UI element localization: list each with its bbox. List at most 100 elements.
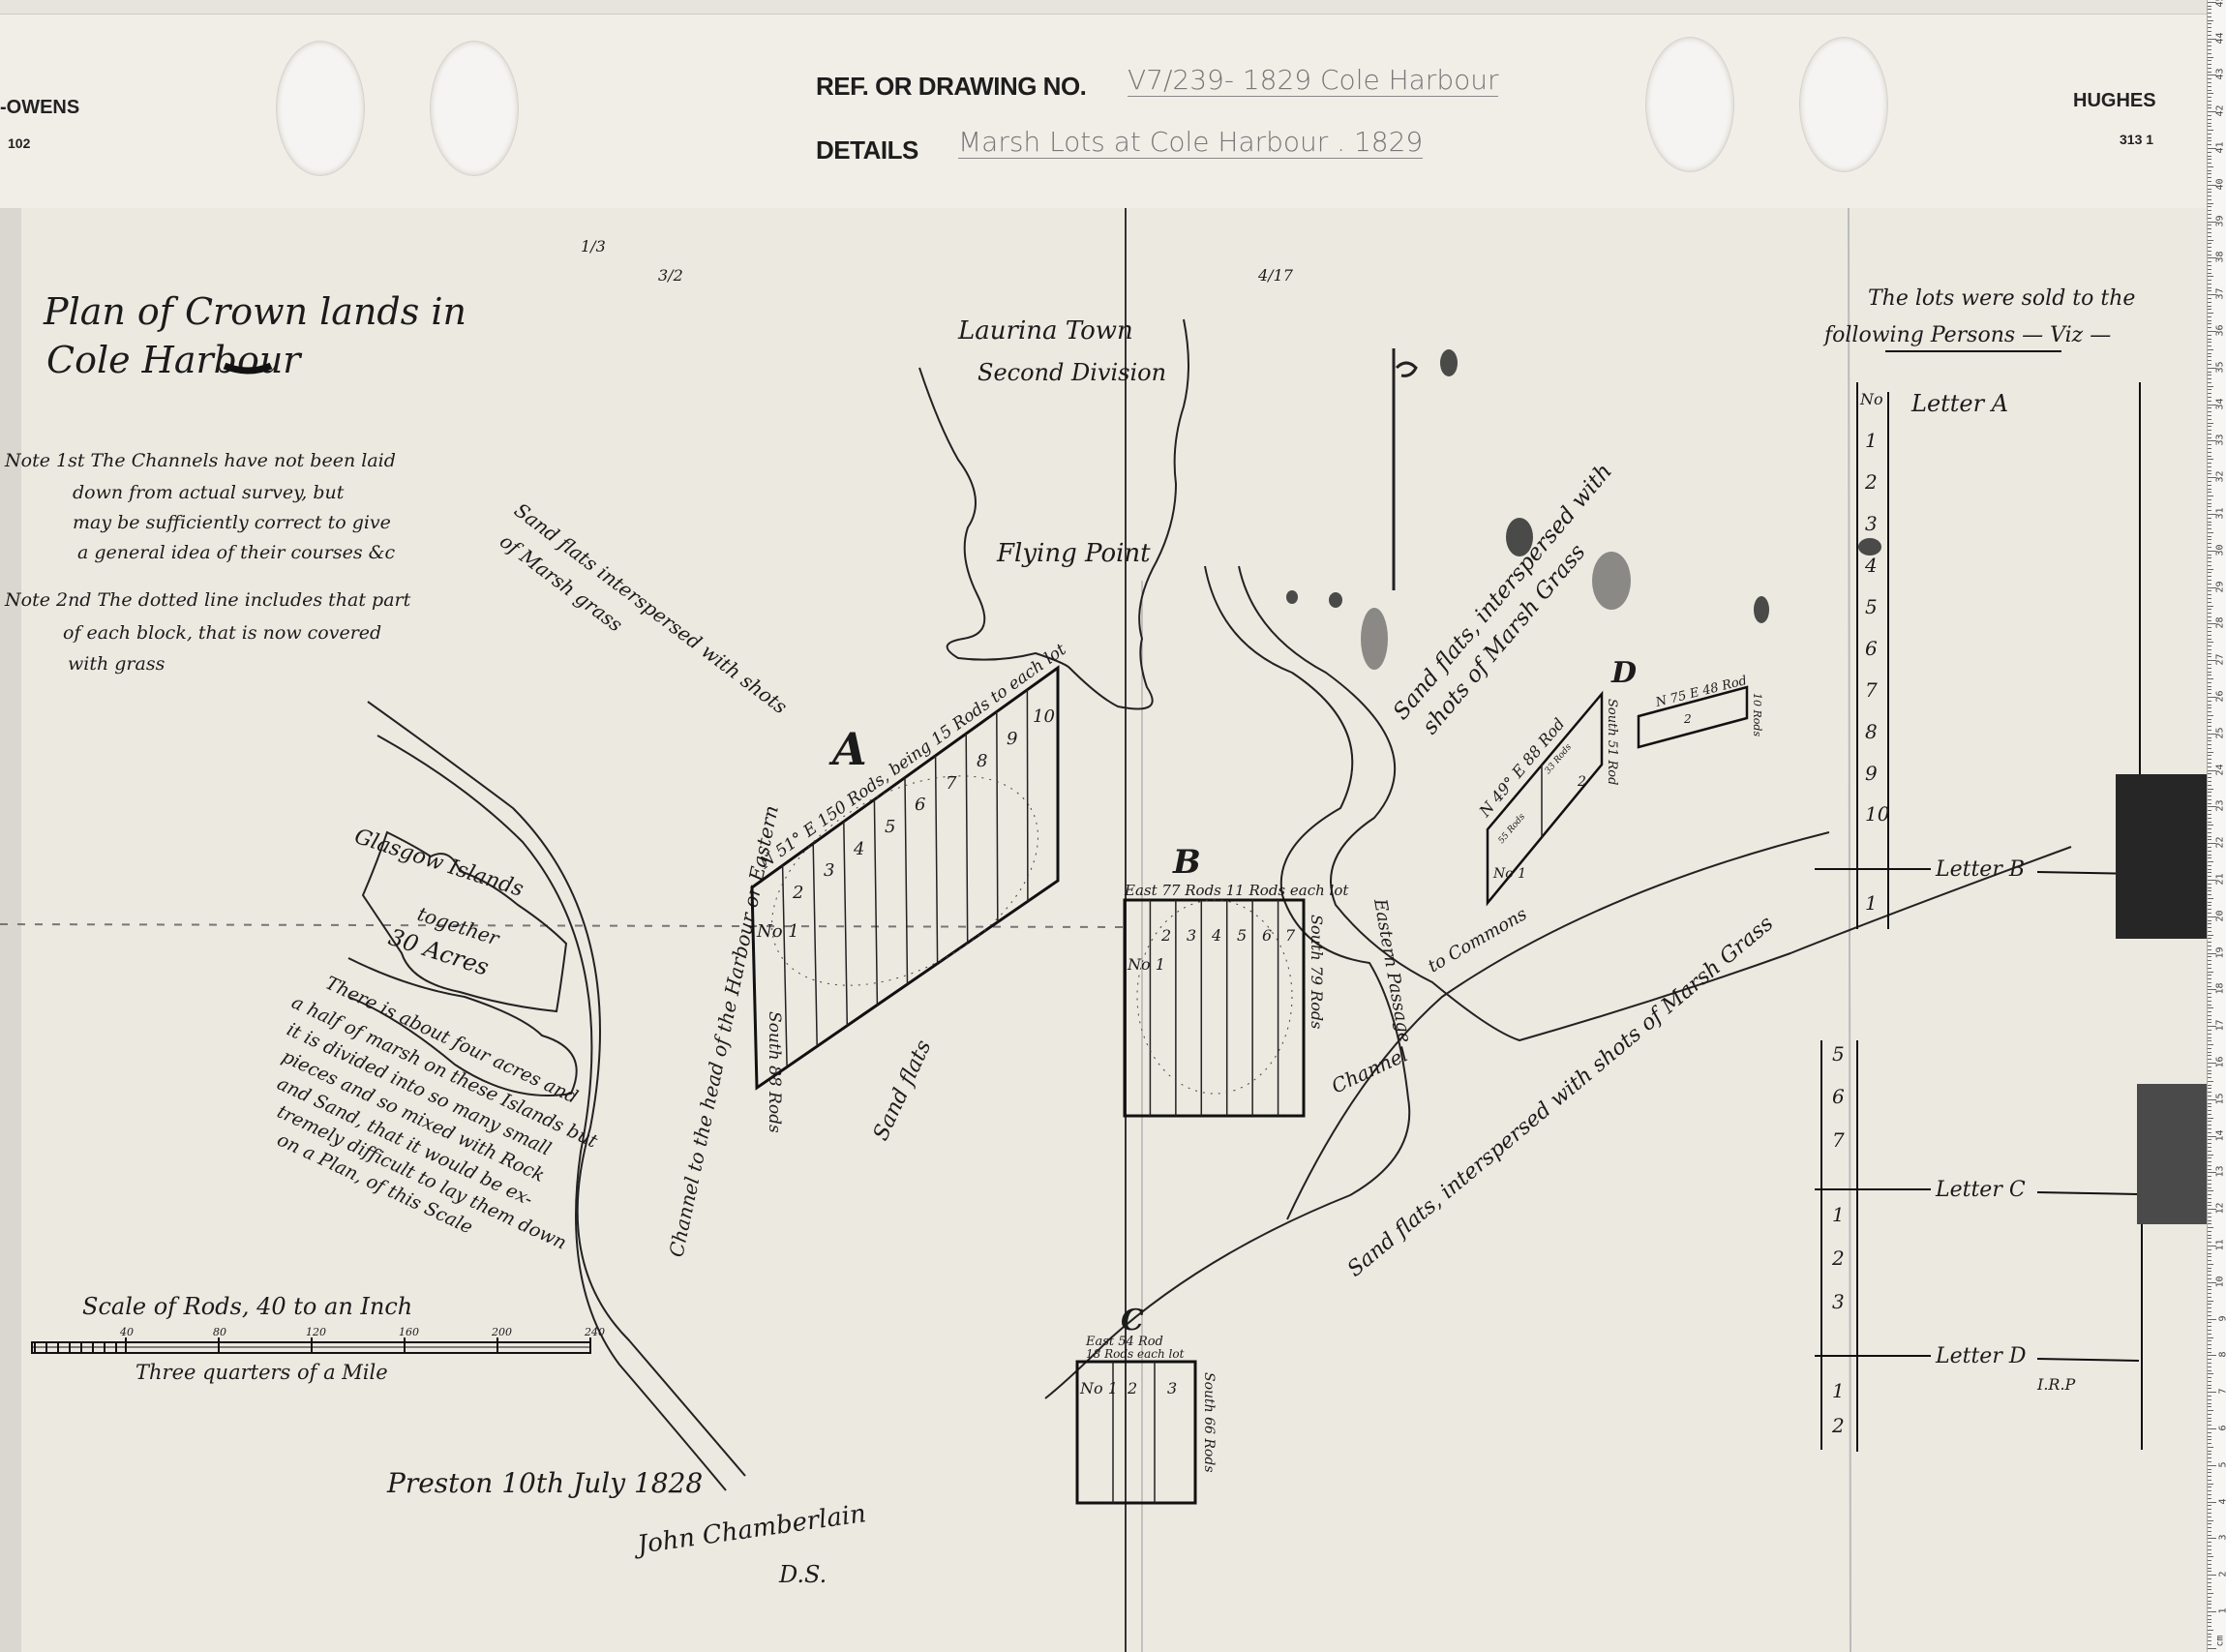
ruler-tick — [2208, 1084, 2211, 1086]
ruler-tick — [2208, 788, 2213, 790]
ref-value: V7/239- 1829 Cole Harbour — [1128, 64, 1499, 97]
ruler-tick — [2208, 586, 2216, 588]
lot-divider — [904, 777, 909, 985]
ruler-tick — [2208, 1359, 2211, 1361]
ruler-tick — [2208, 1183, 2211, 1185]
lot-side: 10 Rods — [1751, 693, 1763, 736]
ruler-tick — [2208, 689, 2211, 691]
ruler-tick — [2208, 1552, 2211, 1554]
ruler-tick — [2208, 1326, 2211, 1328]
ruler-tick — [2208, 294, 2216, 296]
lot-number: 5 — [885, 817, 895, 837]
ruler-tick — [2208, 1548, 2211, 1550]
ruler-tick — [2208, 1201, 2211, 1203]
ruler-tick — [2208, 345, 2211, 347]
lot-boundary — [1486, 690, 1604, 907]
ruler-tick — [2208, 433, 2211, 435]
ruler-tick — [2208, 605, 2213, 607]
note-line: down from actual survey, but — [73, 482, 345, 503]
ruler-tick — [2208, 1604, 2211, 1606]
ruler-tick — [2208, 484, 2211, 486]
table-no-header: No — [1859, 390, 1883, 408]
ruler-tick — [2208, 539, 2211, 541]
lot-letter: D — [1610, 656, 1637, 690]
ruler-tick — [2208, 173, 2211, 175]
ruler-tick — [2208, 447, 2211, 449]
ruler-tick — [2208, 780, 2211, 782]
lot-letter: B — [1172, 843, 1201, 882]
ruler-tick — [2208, 27, 2211, 29]
lot-number: 6 — [915, 795, 925, 815]
ruler-tick — [2208, 1644, 2211, 1646]
ruler-tick — [2208, 1640, 2211, 1642]
ruler-tick — [2208, 751, 2213, 753]
ruler-tick — [2208, 755, 2211, 757]
table-row-number: 4 — [1864, 554, 1878, 577]
ruler-tick — [2208, 1063, 2216, 1064]
punch-hole — [1645, 37, 1734, 172]
ruler-tick — [2208, 671, 2211, 673]
ruler-tick — [2208, 1611, 2216, 1612]
lot-divider — [1026, 689, 1029, 902]
ruler-tick — [2208, 663, 2211, 665]
ruler-tick — [2208, 469, 2211, 471]
channel-bank — [1044, 565, 1411, 1399]
ruler-label: 2 — [2217, 1572, 2226, 1577]
ruler-tick — [2208, 901, 2211, 903]
ruler-tick — [2208, 1205, 2211, 1207]
ruler-tick — [2208, 1125, 2211, 1126]
note-2: Note 2nd The dotted line includes that p… — [4, 589, 411, 675]
ruler-tick — [2208, 825, 2213, 826]
ruler-tick — [2208, 78, 2211, 80]
ruler-tick — [2208, 638, 2211, 640]
ruler-tick — [2208, 1047, 2211, 1049]
ruler-tick — [2208, 1069, 2211, 1071]
ruler-label: 39 — [2214, 215, 2226, 227]
coastline — [918, 318, 1189, 710]
group-label: Letter C — [1935, 1178, 2026, 1202]
ruler-tick — [2208, 975, 2211, 976]
ruler-label: 36 — [2214, 324, 2226, 337]
ruler-tick — [2208, 1033, 2211, 1035]
lot-boundary — [750, 665, 1060, 1091]
ruler-tick — [2208, 107, 2211, 109]
ruler-tick — [2208, 261, 2211, 263]
ruler-tick — [2208, 67, 2211, 69]
ruler-tick — [2208, 31, 2211, 33]
ruler-tick — [2208, 777, 2211, 779]
ruler-tick — [2208, 56, 2213, 58]
scale-tick-label: 40 — [119, 1326, 134, 1338]
ruler-tick — [2208, 956, 2211, 958]
lot-number: No 1 — [1492, 866, 1526, 882]
table-row-number: 6 — [1865, 637, 1878, 660]
ruler-tick — [2208, 480, 2211, 482]
lot-bearing: East 54 Rod — [1085, 1335, 1163, 1349]
lot-bearing: East 77 Rods 11 Rods each lot — [1124, 882, 1349, 899]
ruler-tick — [2208, 1157, 2211, 1159]
ruler-tick — [2208, 1164, 2211, 1166]
ruler-tick — [2208, 1351, 2211, 1353]
title-line: Cole Harbour — [46, 339, 303, 381]
ruler-tick — [2208, 993, 2211, 995]
ruler-tick — [2208, 1340, 2211, 1342]
ruler-unit: cm — [2214, 1635, 2226, 1647]
ruler-tick — [2208, 264, 2211, 266]
ruler-tick — [2208, 418, 2211, 420]
ruler-tick — [2208, 214, 2211, 216]
lot-boundary — [1637, 685, 1749, 749]
ruler-tick — [2208, 1410, 2213, 1412]
ruler-tick — [2208, 1618, 2211, 1620]
ruler-tick — [2208, 488, 2211, 490]
ruler-label: 15 — [2214, 1093, 2226, 1105]
ruler-tick — [2208, 1077, 2211, 1079]
lot-number: 3 — [1167, 1379, 1177, 1397]
ruler-tick — [2208, 348, 2213, 350]
ruler-tick — [2208, 700, 2211, 702]
ruler-tick — [2208, 693, 2211, 695]
ruler-tick — [2208, 557, 2211, 559]
lot-letter: C — [1121, 1304, 1144, 1337]
ruler-tick — [2208, 1530, 2211, 1532]
ruler-tick — [2208, 385, 2213, 387]
ruler-label: 6 — [2217, 1425, 2226, 1430]
